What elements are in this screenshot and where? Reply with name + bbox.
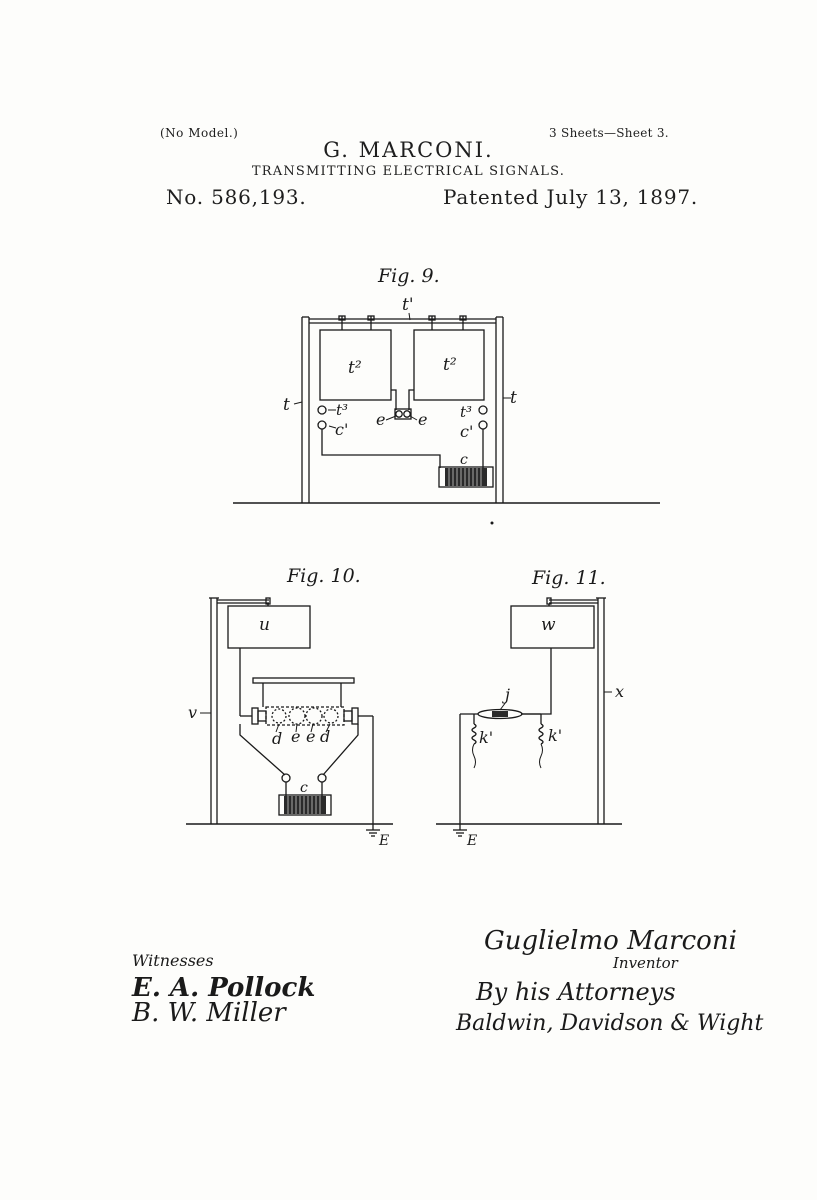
fig11-label-k-right: k' [548, 726, 562, 745]
fig9-hangers [338, 315, 467, 330]
fig10-label-u: u [259, 615, 270, 635]
fig10-shelf [252, 677, 355, 707]
fig11-coherer [460, 708, 541, 720]
fig9-wire-coil-left [321, 429, 441, 468]
fig9-left-post [301, 316, 310, 503]
inventor-name: G. MARCONI. [323, 138, 494, 162]
fig11-choke-coil-left [471, 714, 477, 769]
fig9-terminal-t3-left [317, 405, 327, 415]
fig9-plate-right [413, 329, 485, 401]
fig11-label-E: E [466, 833, 477, 849]
figure-10: Fig. 10. [186, 565, 393, 849]
fig9-top-bar [309, 318, 496, 324]
signature-block: Witnesses E. A. Pollock B. W. Miller Gug… [131, 926, 764, 1036]
fig11-label-w: w [541, 615, 556, 635]
fig10-plate-u [227, 605, 311, 649]
figure-9: Fig. 9. [233, 265, 660, 504]
fig10-wire-coil-left [239, 724, 286, 776]
fig10-label-E: E [378, 833, 389, 849]
fig10-mast [209, 597, 271, 824]
fig9-terminal-t3-right [478, 405, 488, 415]
stray-mark [490, 521, 494, 525]
fig10-caption: Fig. 10. [286, 565, 361, 587]
fig10-terminal-right [317, 773, 327, 783]
fig10-spark-gap-assembly [240, 706, 373, 726]
fig11-plate-w [510, 605, 595, 649]
fig11-mast [546, 597, 606, 824]
fig9-label-t2-right: t² [443, 355, 457, 375]
figure-11: Fig. 11. [436, 567, 624, 849]
attorney-line: By his Attorneys [475, 978, 676, 1006]
fig11-label-x: x [615, 682, 624, 701]
sheet-count: 3 Sheets—Sheet 3. [549, 126, 669, 140]
patent-date: Patented July 13, 1897. [443, 185, 699, 209]
fig9-label-c1-right: c' [460, 422, 473, 441]
fig9-label-t3-right: t³ [460, 403, 472, 421]
fig9-caption: Fig. 9. [377, 265, 440, 287]
fig11-earth-symbol [453, 829, 467, 837]
fig9-label-t-right: t [510, 388, 517, 408]
fig10-label-d-right: d [320, 727, 330, 746]
fig9-label-t3-left: t³ [336, 401, 348, 419]
fig10-label-d-left: d [272, 729, 282, 748]
fig10-label-e-left: e [291, 727, 300, 746]
fig10-label-c: c [300, 780, 308, 796]
fig9-induction-coil [438, 466, 494, 488]
fig9-spark-gap [394, 408, 412, 420]
witnesses-label: Witnesses [132, 951, 214, 970]
fig9-wire-left-plate [391, 389, 397, 410]
fig9-terminal-c1-right [478, 420, 488, 430]
fig9-label-c: c [460, 452, 468, 468]
fig11-label-j: j [502, 685, 510, 704]
fig10-terminal-left [281, 773, 291, 783]
fig10-label-v: v [188, 703, 197, 722]
fig11-label-k-left: k' [479, 728, 493, 747]
fig10-label-e-right: e [306, 727, 315, 746]
fig10-wire-coil-right [322, 724, 359, 776]
fig9-label-t2-left: t² [348, 358, 362, 378]
fig9-right-post [495, 316, 504, 503]
inventor-label: Inventor [612, 954, 679, 972]
fig9-plate-left [319, 329, 392, 401]
fig10-induction-coil [278, 794, 332, 816]
fig9-label-e-right: e [418, 410, 427, 429]
no-model-note: (No Model.) [160, 126, 239, 140]
witness-2-signature: B. W. Miller [131, 998, 287, 1028]
patent-title: TRANSMITTING ELECTRICAL SIGNALS. [251, 164, 566, 179]
fig9-label-c1-left: c' [335, 420, 348, 439]
fig9-wire-right-plate [408, 389, 414, 410]
attorneys-signature: Baldwin, Davidson & Wight [455, 1011, 764, 1036]
fig11-choke-coil-right [538, 714, 544, 769]
fig10-earth-symbol [366, 829, 380, 837]
inventor-signature: Guglielmo Marconi [484, 926, 737, 956]
witness-1-signature: E. A. Pollock [131, 973, 315, 1003]
fig9-label-t1: t' [402, 295, 414, 315]
fig11-caption: Fig. 11. [531, 567, 606, 589]
fig9-label-e-left: e [376, 410, 385, 429]
fig9-terminal-c1-left [317, 420, 327, 430]
fig11-wire-w [521, 648, 552, 715]
fig9-label-t-left: t [283, 395, 290, 415]
patent-number: No. 586,193. [166, 185, 307, 209]
